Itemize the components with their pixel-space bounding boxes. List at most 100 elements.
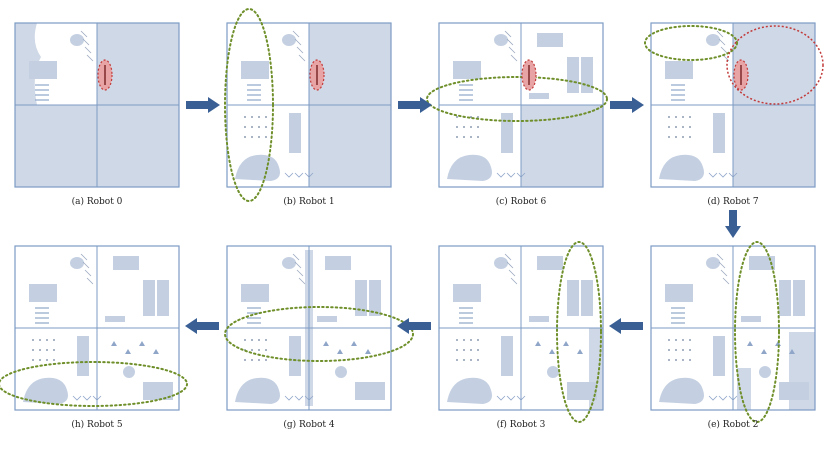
map-mark	[111, 341, 117, 346]
panel-robot-3: (f) Robot 3	[438, 241, 604, 430]
panel-robot-1: (b) Robot 1	[224, 8, 392, 207]
map-mark	[84, 46, 92, 54]
map-obstacle	[453, 284, 481, 302]
panel-robot-0: (a) Robot 0	[14, 22, 180, 207]
map-mark	[506, 261, 514, 269]
map-mark	[296, 269, 304, 277]
map-obstacle	[501, 336, 513, 376]
map-obstacle	[779, 382, 809, 400]
map-mark	[506, 172, 516, 178]
map-obstacle	[289, 336, 301, 376]
map-obstacle	[494, 34, 508, 46]
red-dashed-ellipse	[726, 25, 824, 105]
map-dot	[258, 349, 260, 351]
map-obstacle	[567, 57, 579, 93]
arrow-e-to-f	[609, 318, 643, 334]
map-mark	[84, 269, 92, 277]
map-mark	[125, 349, 131, 354]
map-dot	[251, 136, 253, 138]
map-mark	[535, 341, 541, 346]
map-dot	[258, 136, 260, 138]
map-mark	[504, 30, 512, 38]
map-obstacle	[537, 33, 563, 47]
map-obstacle	[143, 280, 155, 316]
map-mark	[496, 172, 506, 178]
arrow-a-to-b	[186, 97, 220, 113]
map-mark	[510, 277, 518, 285]
map-mark	[718, 261, 726, 269]
panel-caption: (a) Robot 0	[72, 196, 123, 207]
map-obstacle	[453, 61, 481, 79]
map-dot	[456, 126, 458, 128]
map-dot	[251, 339, 253, 341]
map-obstacle	[282, 257, 296, 269]
map-mark	[292, 253, 300, 261]
map-mark	[80, 253, 88, 261]
map-dot	[675, 349, 677, 351]
map-mark	[718, 395, 728, 401]
map-blob-obstacle	[235, 377, 280, 404]
map-obstacle	[713, 113, 725, 153]
map-obstacle	[317, 316, 337, 322]
map-obstacle	[70, 34, 84, 46]
map-mark	[716, 30, 724, 38]
map-obstacle	[793, 280, 805, 316]
map-dot	[258, 116, 260, 118]
map-obstacle	[335, 366, 347, 378]
map-obstacle	[741, 316, 761, 322]
arrow-c-to-d	[610, 97, 644, 113]
map-mark	[86, 277, 94, 285]
map-obstacle	[706, 34, 720, 46]
map-dot	[682, 116, 684, 118]
map-dot	[39, 359, 41, 361]
map-mark	[718, 172, 728, 178]
map-dot	[668, 349, 670, 351]
map-dot	[265, 136, 267, 138]
map-obstacle	[529, 93, 549, 99]
map-mark	[747, 341, 753, 346]
map-dot	[244, 126, 246, 128]
map-dot	[53, 359, 55, 361]
map-mark	[720, 269, 728, 277]
map-dot	[456, 339, 458, 341]
map-dot	[689, 349, 691, 351]
map-dot	[477, 359, 479, 361]
map-obstacle	[29, 284, 57, 302]
map-mark	[284, 172, 294, 178]
map-mark	[365, 349, 371, 354]
map-obstacle	[547, 366, 559, 378]
map-obstacle	[494, 257, 508, 269]
map-dot	[39, 339, 41, 341]
map-mark	[718, 38, 726, 46]
map-obstacle	[29, 61, 57, 79]
map-obstacle	[70, 257, 84, 269]
map-mark	[708, 172, 718, 178]
panel-caption: (e) Robot 2	[708, 419, 759, 430]
arrow-d-to-e	[725, 210, 741, 238]
map-dot	[463, 339, 465, 341]
map-dot	[46, 359, 48, 361]
map-dot	[470, 126, 472, 128]
map-dot	[668, 339, 670, 341]
map-blob-obstacle	[23, 377, 68, 404]
map-dot	[668, 126, 670, 128]
map-dot	[675, 126, 677, 128]
map-dot	[682, 136, 684, 138]
map-mark	[789, 349, 795, 354]
map-obstacle	[567, 382, 597, 400]
arrow-f-to-g	[397, 318, 431, 334]
map-dot	[682, 349, 684, 351]
map-obstacle	[713, 336, 725, 376]
map-dot	[251, 116, 253, 118]
arrow-b-to-c	[398, 97, 432, 113]
map-dot	[477, 349, 479, 351]
map-dot	[470, 136, 472, 138]
map-dot	[39, 349, 41, 351]
map-obstacle	[282, 34, 296, 46]
panel-robot-7: (d) Robot 7	[644, 22, 824, 207]
map-obstacle	[105, 316, 125, 322]
panel-caption: (b) Robot 1	[283, 196, 334, 207]
map-mark	[504, 253, 512, 261]
map-dot	[463, 349, 465, 351]
map-obstacle	[355, 382, 385, 400]
